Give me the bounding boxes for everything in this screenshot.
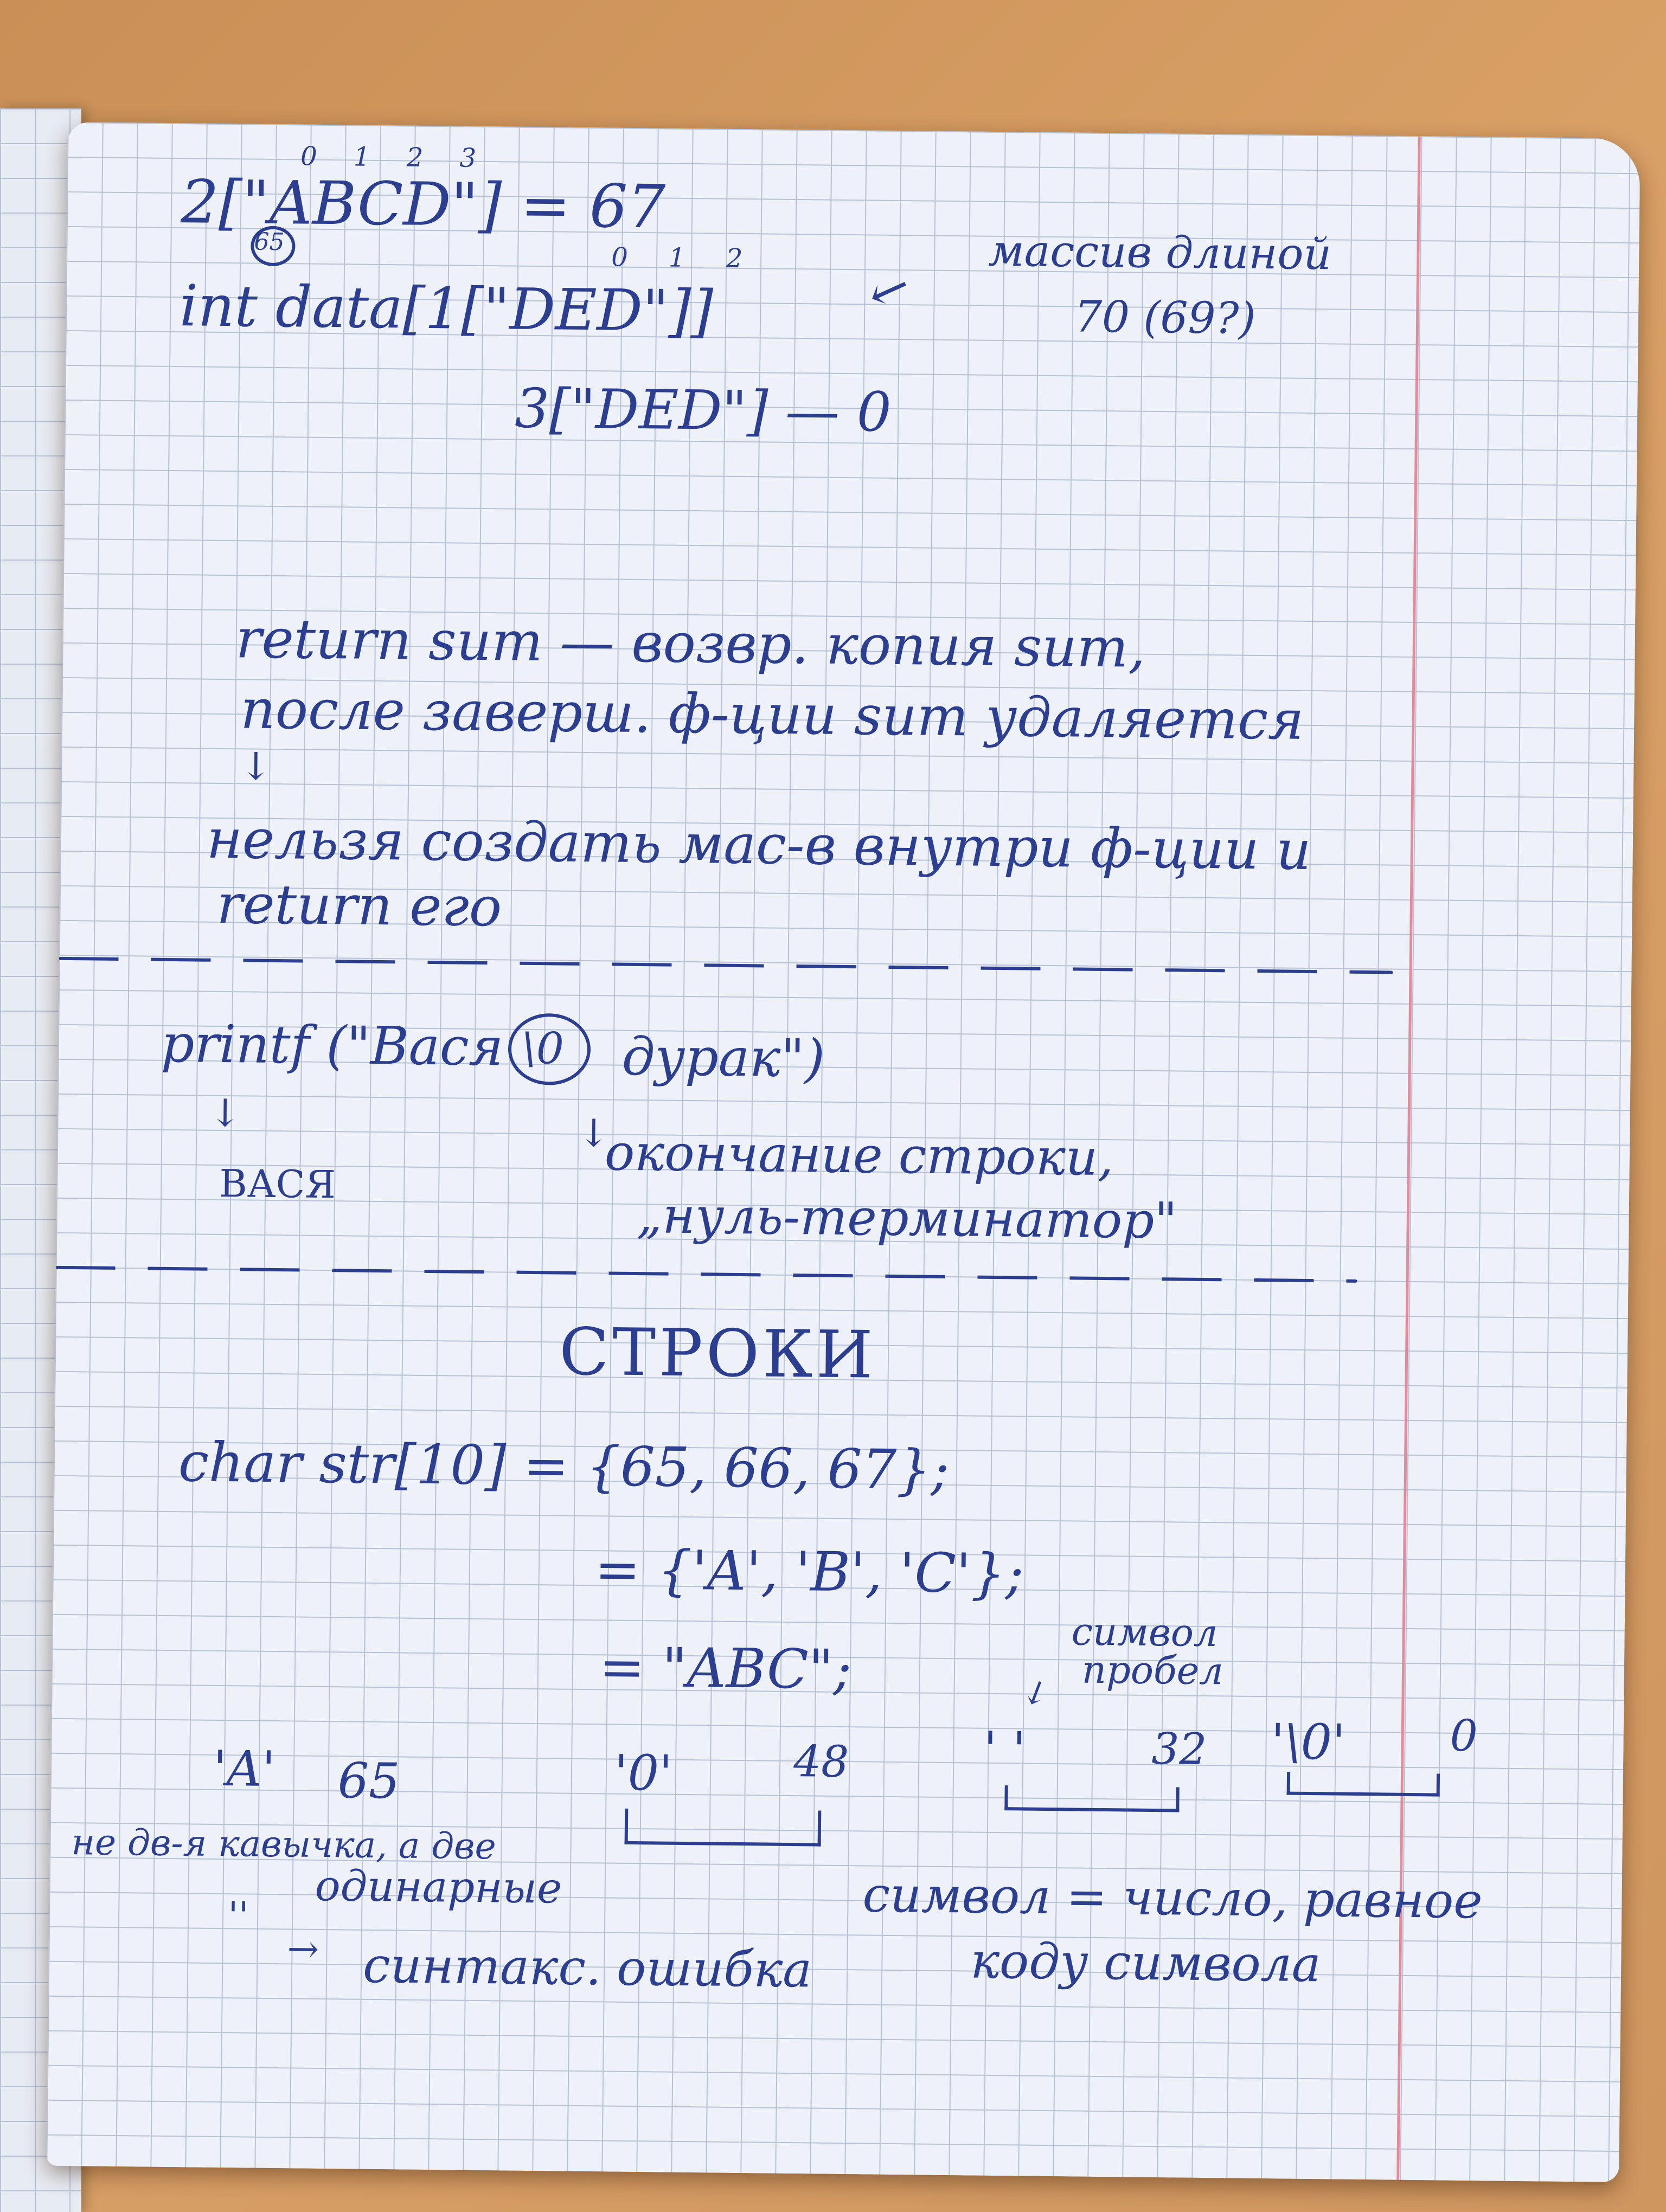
divider-1 <box>59 956 1393 974</box>
arrow-left-icon: ← <box>858 255 920 325</box>
bracket-null <box>1286 1772 1440 1797</box>
note-70-69: 70 (69?) <box>1074 291 1256 344</box>
arrow-down-icon: ↓ <box>239 744 272 789</box>
pair-space-code: 32 <box>1151 1724 1207 1775</box>
pair-null-char: '\0' <box>1271 1713 1346 1771</box>
pair-a-char: 'A' <box>213 1740 276 1798</box>
code-printf: printf ("Вася <box>161 1013 504 1078</box>
note-syntax-error: синтакс. ошибка <box>362 1937 812 1999</box>
note-string-end: окончание строки, <box>604 1123 1114 1187</box>
note-symbol-equals-number: символ = число, равное <box>862 1866 1483 1930</box>
expr-abcd: 2["ABCD"] = 67 <box>180 167 666 242</box>
circled-65: 65 <box>254 228 285 256</box>
note-return-it: return его <box>216 872 502 939</box>
circled-null-char: \0 <box>521 1023 565 1074</box>
note-symbol-code: коду символа <box>970 1932 1322 1994</box>
arrow-right-icon: → <box>287 1926 319 1971</box>
note-space-symbol: символ <box>1071 1609 1218 1656</box>
code-printf-end: дурак") <box>621 1026 825 1089</box>
note-null-terminator: „нуль-терминатор" <box>636 1186 1178 1250</box>
note-array-length: массив длиной <box>988 225 1332 280</box>
pair-zero-code: 48 <box>793 1736 849 1787</box>
pair-null-code: 0 <box>1450 1710 1478 1761</box>
note-cannot-create: нельзя создать мас-в внутри ф-ции и <box>206 807 1312 882</box>
output-vasya: ВАСЯ <box>219 1161 336 1207</box>
heading-strings: СТРОКИ <box>559 1314 877 1393</box>
index-labels-abcd: 0 1 2 3 <box>300 141 491 174</box>
note-not-double-quote: не дв-я кавычка, а две <box>71 1821 497 1868</box>
arrow-down-icon-2: ↓ <box>209 1090 241 1136</box>
bracket-zero <box>624 1808 822 1847</box>
double-single-quote: '' <box>227 1893 249 1938</box>
code-char-str: char str[10] = {65, 66, 67}; <box>178 1430 950 1502</box>
note-space-word: пробел <box>1081 1647 1224 1694</box>
note-after-return: после заверш. ф-ции sum удаляется <box>240 677 1305 752</box>
code-3-ded: 3["DED"] — 0 <box>514 376 892 444</box>
code-string-literal: = "ABC"; <box>599 1635 852 1702</box>
code-char-literals: = {'A', 'B', 'C'}; <box>594 1538 1024 1606</box>
code-int-data: int data[1["DED"]] <box>179 273 714 345</box>
bracket-space <box>1004 1785 1180 1812</box>
pair-zero-char: '0' <box>614 1744 673 1802</box>
divider-2 <box>55 1265 1357 1283</box>
arrow-down-icon-4: ↓ <box>1016 1671 1055 1716</box>
note-two-singles: одинарные <box>315 1861 562 1913</box>
pair-a-code: 65 <box>337 1752 400 1810</box>
note-return-sum: return sum — возвр. копия sum, <box>235 607 1146 680</box>
index-labels-ded: 0 1 2 <box>611 242 759 274</box>
notebook-page: 0 1 2 3 2["ABCD"] = 67 65 0 1 2 int data… <box>46 121 1641 2183</box>
pair-space-char: ' ' <box>983 1721 1027 1779</box>
